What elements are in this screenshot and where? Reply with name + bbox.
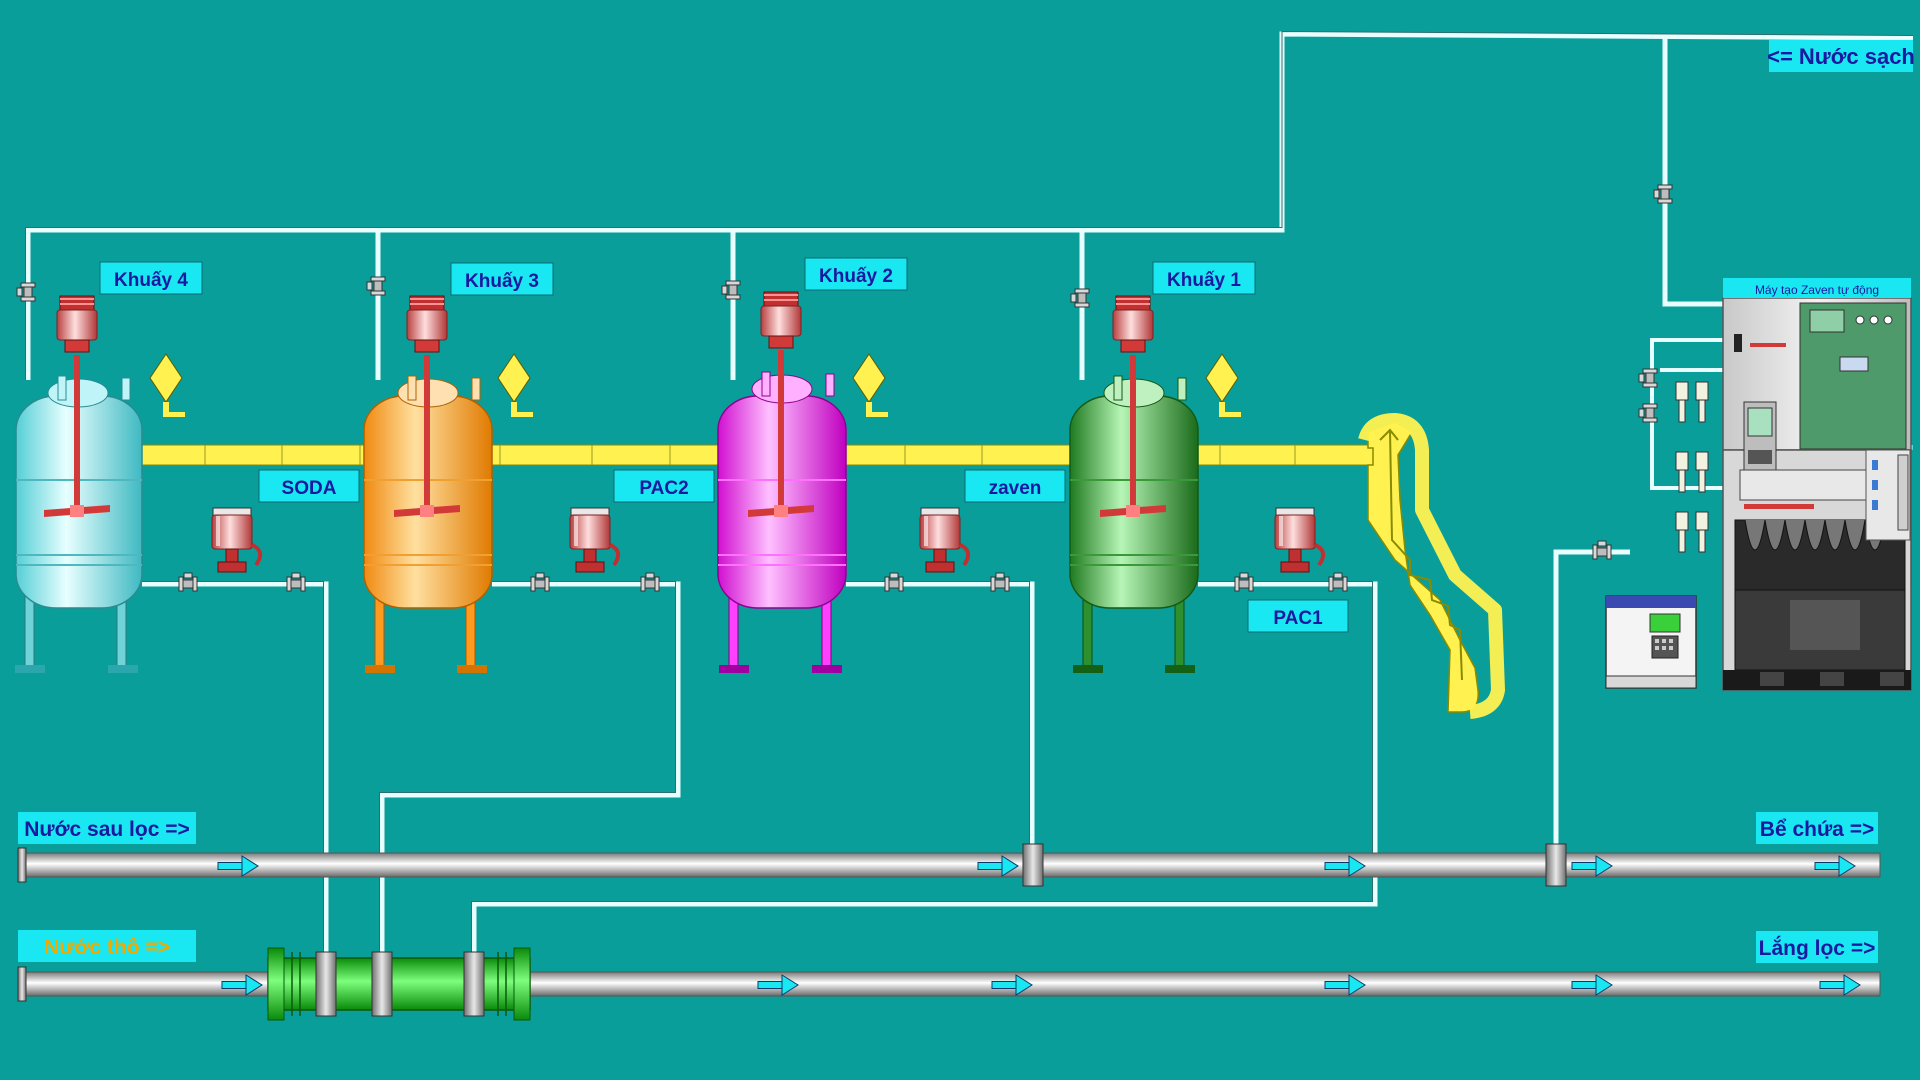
manual-valve-icon[interactable] (1070, 288, 1090, 308)
dosing-indicator-icon (497, 353, 534, 418)
label-mixer3-text: Khuấy 3 (465, 271, 539, 292)
label-zaven: zaven (964, 469, 1066, 503)
label-settle-filter-text: Lắng lọc => (1759, 936, 1876, 960)
label-mixer2-text: Khuấy 2 (819, 266, 893, 287)
label-raw-water-text: Nước thô => (44, 936, 170, 959)
clean-water-piping-outline (25, 30, 1914, 380)
label-after-filter-text: Nước sau lọc => (24, 818, 190, 841)
manual-valve-icon[interactable] (530, 572, 550, 592)
generator-valves[interactable] (1675, 381, 1709, 553)
manual-valve-icon[interactable] (1328, 572, 1348, 592)
label-storage-tank-text: Bể chứa => (1760, 818, 1874, 841)
dosing-indicator-icon (149, 353, 186, 418)
label-zaven-generator-text: Máy tạo Zaven tự động (1755, 283, 1879, 297)
label-pac1: PAC1 (1247, 599, 1349, 633)
label-storage-tank: Bể chứa => (1756, 812, 1878, 844)
label-soda-text: SODA (282, 478, 337, 499)
manual-valve-icon[interactable] (1638, 403, 1658, 423)
mixer-motor-icon[interactable] (56, 295, 98, 353)
label-mixer1: Khuấy 1 (1152, 261, 1256, 295)
tank-mixer4[interactable] (15, 355, 143, 673)
pipe-joint (1022, 843, 1044, 887)
clean-water-piping (25, 31, 1914, 450)
dosing-indicator-icon (852, 353, 889, 418)
manual-valve-icon[interactable] (640, 572, 660, 592)
tank-mixer1[interactable] (1069, 355, 1199, 673)
manual-valve-icon[interactable] (1653, 184, 1673, 204)
manual-valve-icon[interactable] (366, 276, 386, 296)
dosing-pump-icon[interactable] (568, 506, 621, 574)
dosing-pump-icon[interactable] (918, 506, 971, 574)
pipe-joint (1545, 843, 1567, 887)
label-mixer4: Khuấy 4 (99, 261, 203, 295)
tank-mixer3[interactable] (363, 355, 493, 673)
tank-mixer2[interactable] (717, 350, 847, 673)
label-mixer2: Khuấy 2 (804, 257, 908, 291)
label-mixer3: Khuấy 3 (450, 262, 554, 296)
label-clean-water: <= Nước sạch (1767, 40, 1915, 72)
label-mixer1-text: Khuấy 1 (1167, 270, 1241, 291)
manual-valve-icon[interactable] (178, 572, 198, 592)
manual-valve-icon[interactable] (1592, 540, 1612, 560)
label-zaven-generator: Máy tạo Zaven tự động (1723, 278, 1911, 298)
dosing-indicator-icon (1205, 353, 1242, 418)
label-pac2: PAC2 (613, 469, 715, 503)
dosing-lines-outline (142, 581, 1373, 952)
controller-unit[interactable] (1605, 595, 1697, 689)
mixer-motor-icon[interactable] (406, 295, 448, 353)
manual-valve-icon[interactable] (990, 572, 1010, 592)
label-clean-water-text: <= Nước sạch (1767, 44, 1915, 69)
manual-valve-icon[interactable] (1234, 572, 1254, 592)
static-mixer[interactable] (267, 947, 531, 1021)
zaven-generator-machine[interactable] (1650, 297, 1912, 691)
label-pac1-text: PAC1 (1273, 608, 1323, 629)
label-settle-filter: Lắng lọc => (1756, 931, 1878, 963)
label-zaven-text: zaven (989, 478, 1042, 499)
manual-valve-icon[interactable] (16, 282, 36, 302)
label-after-filter: Nước sau lọc => (18, 812, 196, 844)
mixer-motor-icon[interactable] (760, 291, 802, 349)
manual-valve-icon[interactable] (286, 572, 306, 592)
manual-valve-icon[interactable] (721, 280, 741, 300)
label-raw-water: Nước thô => (18, 930, 196, 962)
label-mixer4-text: Khuấy 4 (114, 270, 188, 291)
manual-valve-icon[interactable] (1638, 368, 1658, 388)
dosing-lines (142, 549, 1630, 952)
label-soda: SODA (258, 469, 360, 503)
mixer-motor-icon[interactable] (1112, 295, 1154, 353)
filtered-water-pipe[interactable] (17, 847, 1881, 883)
label-pac2-text: PAC2 (639, 478, 688, 499)
dosing-pump-icon[interactable] (210, 506, 263, 574)
manual-valve-icon[interactable] (884, 572, 904, 592)
dosing-pump-icon[interactable] (1273, 506, 1326, 574)
